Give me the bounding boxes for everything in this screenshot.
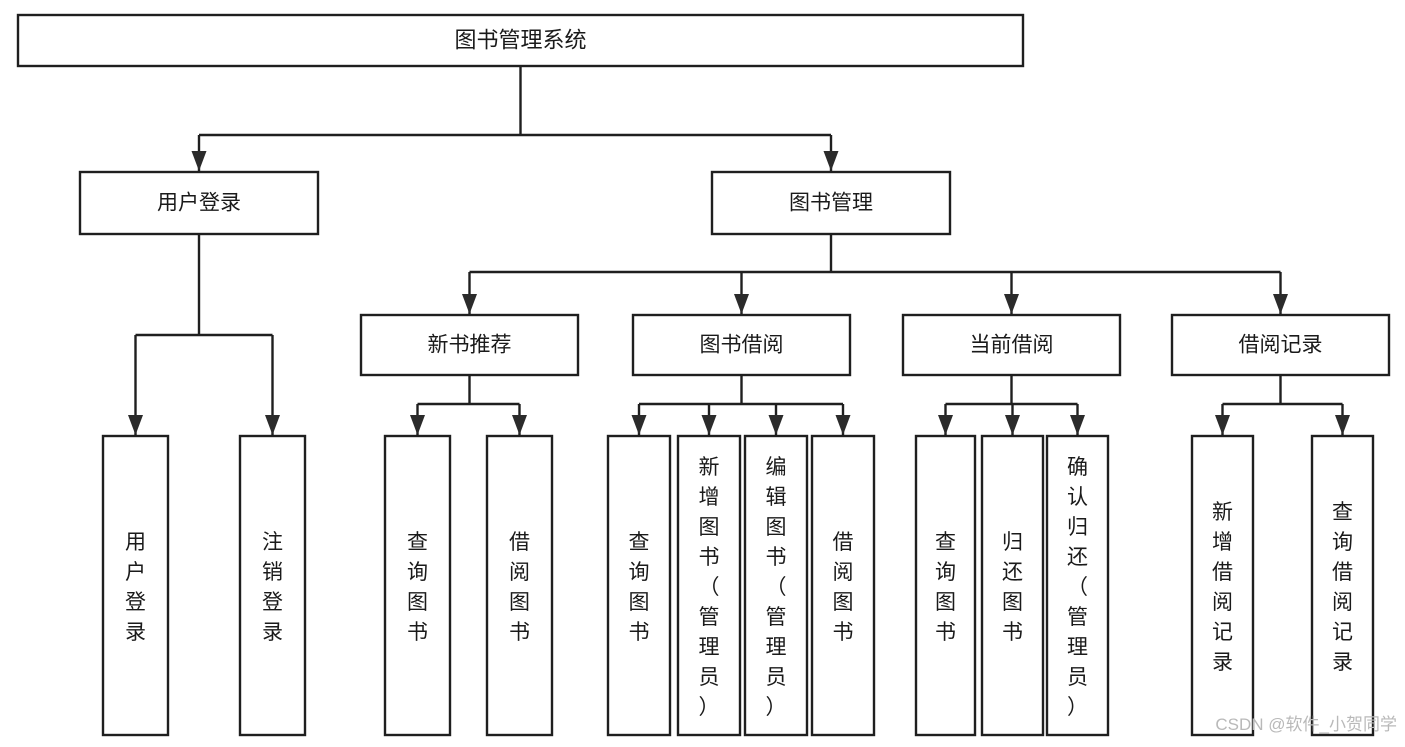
node-level3-1[interactable] [631, 313, 852, 377]
node-leaf-2[interactable] [383, 434, 452, 737]
node-level3-0[interactable] [359, 313, 580, 377]
arrow-down-icon [1215, 415, 1230, 435]
arrow-down-icon [128, 415, 143, 435]
arrow-down-icon [1070, 415, 1085, 435]
arrow-down-icon [938, 415, 953, 435]
node-leaf-label-12: 查询借阅记录 [1332, 501, 1353, 674]
arrow-down-icon [823, 151, 839, 171]
node-leaf-label-4: 查询图书 [629, 531, 650, 644]
node-leaf-4[interactable] [606, 434, 672, 737]
node-level2-0[interactable] [78, 170, 320, 236]
arrow-down-icon [835, 415, 851, 435]
node-leaf-label-5: 新增图书（管理员） [699, 456, 720, 719]
node-leaf-label-6: 编辑图书（管理员） [766, 456, 787, 719]
arrow-down-icon [512, 415, 527, 435]
node-leaf-label-11: 新增借阅记录 [1212, 501, 1233, 674]
arrow-down-icon [734, 294, 749, 314]
node-level2-label-0: 用户登录 [157, 192, 241, 215]
node-leaf-label-9: 归还图书 [1002, 531, 1023, 644]
node-level3-label-3: 借阅记录 [1239, 334, 1323, 357]
node-leaf-label-10: 确认归还（管理员） [1067, 456, 1088, 719]
arrow-down-icon [191, 151, 207, 171]
arrow-down-icon [1273, 294, 1288, 314]
node-leaf-9[interactable] [980, 434, 1045, 737]
node-root[interactable] [16, 13, 1025, 68]
csdn-watermark: CSDN @软件_小贺同学 [1215, 715, 1397, 734]
arrow-down-icon [701, 415, 717, 435]
node-leaf-label-0: 用户登录 [125, 531, 146, 644]
boxes-layer [16, 13, 1391, 737]
arrow-down-icon [410, 415, 425, 435]
node-leaf-11[interactable] [1190, 434, 1255, 737]
node-leaf-3[interactable] [485, 434, 554, 737]
node-leaf-label-1: 注销登录 [262, 531, 283, 644]
node-level3-label-1: 图书借阅 [700, 334, 784, 357]
node-leaf-label-3: 借阅图书 [509, 531, 530, 644]
arrow-down-icon [1005, 415, 1020, 435]
node-level3-label-2: 当前借阅 [970, 334, 1054, 357]
node-leaf-10[interactable] [1045, 434, 1110, 737]
node-leaf-7[interactable] [810, 434, 876, 737]
arrow-down-icon [1004, 294, 1019, 314]
arrow-down-icon [462, 294, 477, 314]
node-leaf-12[interactable] [1310, 434, 1375, 737]
node-level2-label-1: 图书管理 [789, 192, 873, 215]
node-level3-3[interactable] [1170, 313, 1391, 377]
node-leaf-5[interactable] [676, 434, 742, 737]
node-leaf-label-7: 借阅图书 [833, 531, 854, 644]
node-root-label: 图书管理系统 [454, 27, 586, 52]
arrow-down-icon [1335, 415, 1350, 435]
labels-layer: 图书管理系统用户登录图书管理新书推荐图书借阅当前借阅借阅记录用户登录注销登录查询… [125, 27, 1353, 719]
node-level3-label-0: 新书推荐 [428, 334, 512, 357]
arrow-down-icon [265, 415, 280, 435]
node-level2-1[interactable] [710, 170, 952, 236]
node-leaf-8[interactable] [914, 434, 977, 737]
node-leaf-label-2: 查询图书 [407, 531, 428, 644]
arrow-down-icon [631, 415, 647, 435]
node-leaf-1[interactable] [238, 434, 307, 737]
node-leaf-label-8: 查询图书 [935, 531, 956, 644]
arrow-down-icon [768, 415, 784, 435]
node-leaf-0[interactable] [101, 434, 170, 737]
connectors-layer [128, 66, 1350, 435]
node-level3-2[interactable] [901, 313, 1122, 377]
node-leaf-6[interactable] [743, 434, 809, 737]
